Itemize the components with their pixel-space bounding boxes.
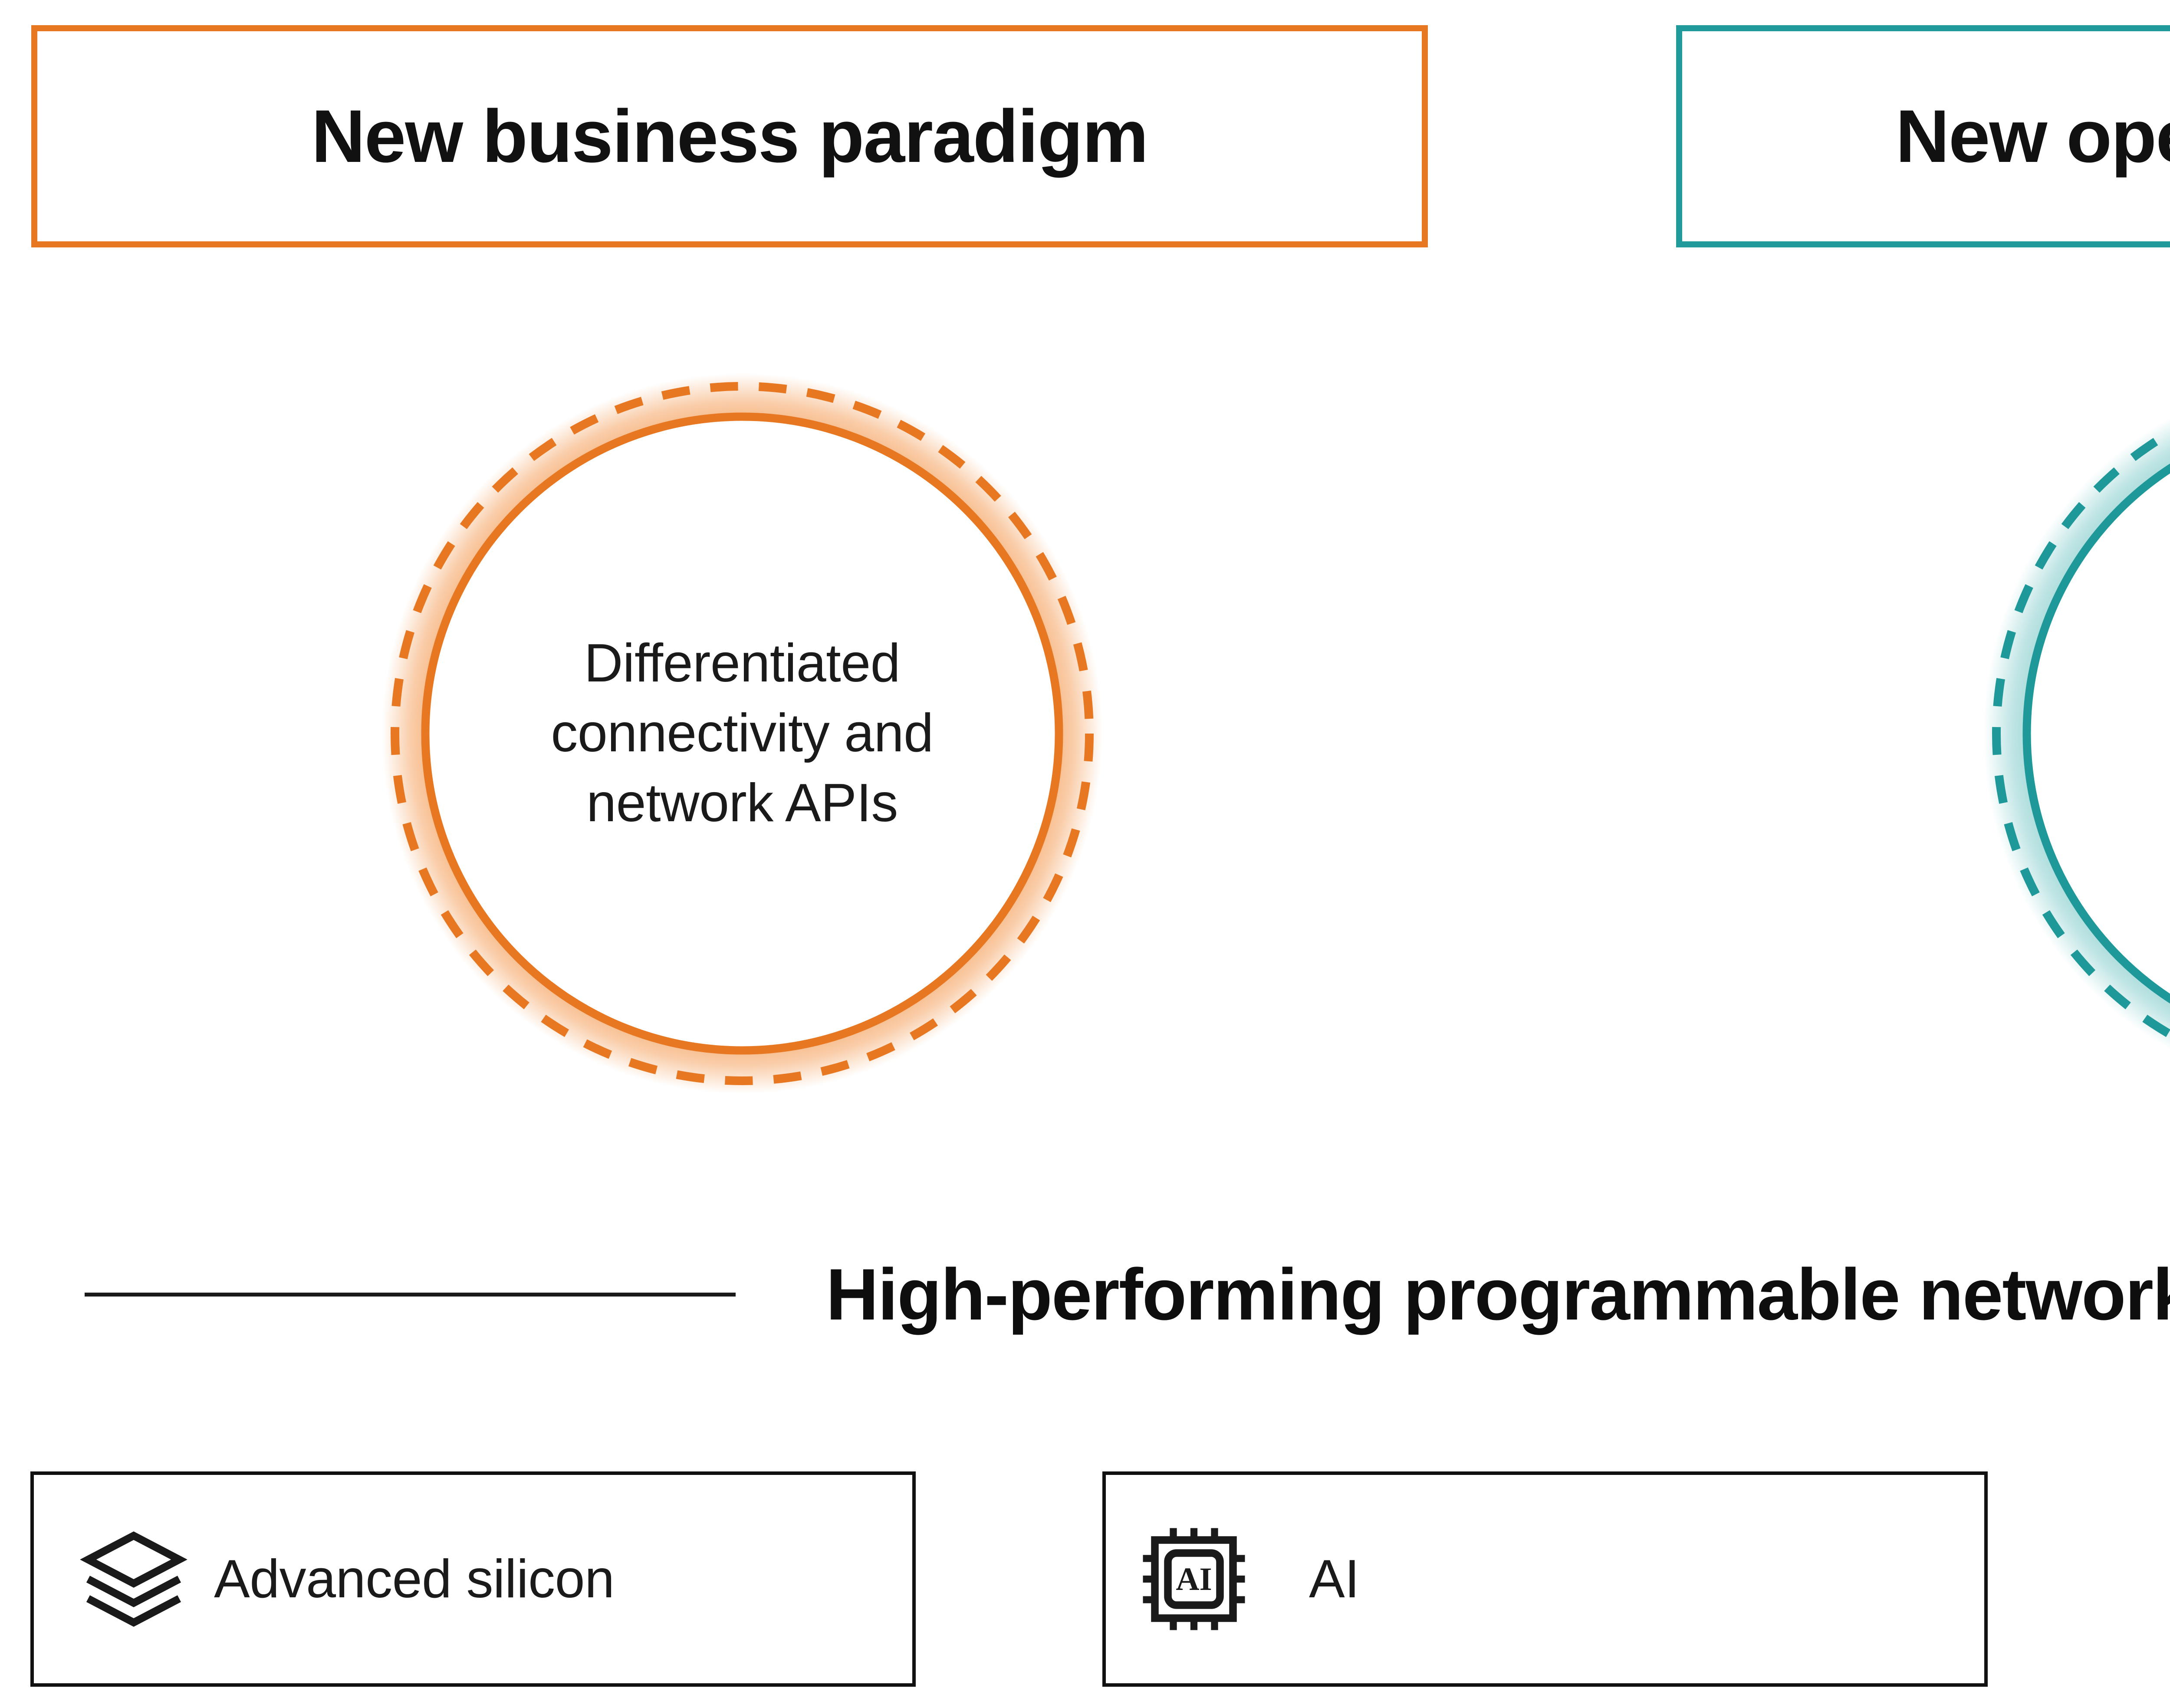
pillar-box-advanced-silicon: Advanced silicon (30, 1471, 916, 1687)
paradigm-box-business: New business paradigm (31, 25, 1428, 247)
pillar-label-advanced-silicon: Advanced silicon (214, 1549, 615, 1609)
pillar-label-ai: AI (1309, 1549, 1360, 1609)
ai-chip-icon: AI (1140, 1525, 1248, 1633)
section-divider: High-performing programmable networks (0, 1247, 2170, 1342)
circle-differentiated-connectivity: Differentiated connectivity and network … (382, 373, 1102, 1094)
circle-right-solid-ring (2022, 464, 2170, 1004)
circle-left-solid-ring (421, 412, 1063, 1055)
divider-rule-left (85, 1292, 736, 1297)
circle-autonomous-networks: Autonomous networks (1983, 373, 2170, 1094)
circle-left-dashed-ring (391, 382, 1094, 1085)
layers-icon (79, 1525, 188, 1633)
circle-right-dashed-ring (1992, 428, 2170, 1040)
circle-right-graphic (1983, 418, 2170, 1050)
paradigm-title-operations: New operations paradigm (1895, 95, 2170, 178)
divider-title: High-performing programmable networks (826, 1254, 2170, 1335)
circle-left-graphic (382, 373, 1102, 1094)
paradigm-title-business: New business paradigm (311, 95, 1148, 178)
ai-chip-icon-text: AI (1176, 1561, 1212, 1597)
paradigm-box-operations: New operations paradigm (1676, 25, 2170, 247)
pillar-box-ai: AI AI (1102, 1471, 1988, 1687)
